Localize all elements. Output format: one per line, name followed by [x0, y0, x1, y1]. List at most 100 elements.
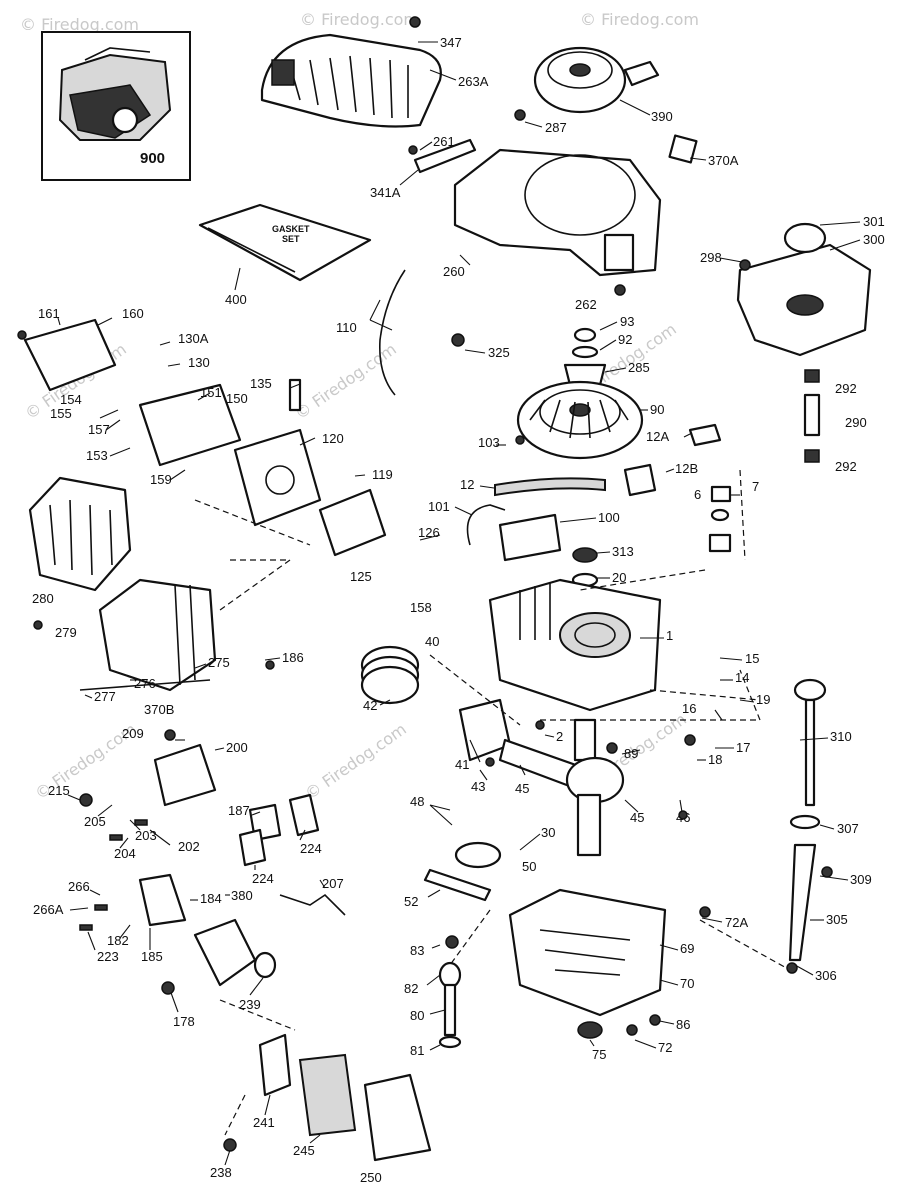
watermark: © Firedog.com: [291, 339, 399, 423]
part-label: 155: [50, 406, 72, 421]
spacer-185: [138, 873, 187, 927]
flywheel-90: [516, 380, 644, 460]
crankshaft-30: [565, 718, 625, 857]
part-label: 12B: [675, 461, 698, 476]
part-label: 290: [845, 415, 867, 430]
part-label: 17: [736, 740, 750, 755]
fuel-tank-300: [736, 222, 872, 357]
seal-313: [572, 547, 598, 563]
part-label: 370B: [144, 702, 174, 717]
valve-part-6: [710, 485, 732, 503]
decal-370A: [668, 134, 698, 164]
gasket-224: [238, 828, 267, 867]
part-label: 19: [756, 692, 770, 707]
part-label: 52: [404, 894, 418, 909]
leader-lines: [57, 41, 861, 1166]
part-label: 370A: [708, 153, 739, 168]
dipstick-310: [793, 678, 827, 807]
part-label: 245: [293, 1143, 315, 1158]
part-label: 313: [612, 544, 634, 559]
blower-housing-260: [453, 148, 662, 277]
fasteners: [17, 16, 833, 1152]
part-label: 150: [226, 391, 248, 406]
rewind-starter-390: [533, 46, 660, 114]
head-gasket-119: [318, 488, 387, 557]
part-label: 298: [700, 250, 722, 265]
part-label: 266: [68, 879, 90, 894]
part-label: 182: [107, 933, 129, 948]
part-label: 260: [443, 264, 465, 279]
governor-link-207: [279, 893, 346, 916]
part-label: 400: [225, 292, 247, 307]
part-label: 300: [863, 232, 885, 247]
part-label: 341A: [370, 185, 401, 200]
part-label: 30: [541, 825, 555, 840]
part-label: 309: [850, 872, 872, 887]
part-label: 7: [752, 479, 759, 494]
part-label: 184: [200, 891, 222, 906]
part-label: 307: [837, 821, 859, 836]
clip-12A: [688, 423, 722, 447]
part-label: 12: [460, 477, 474, 492]
part-label: 125: [350, 569, 372, 584]
part-label: 14: [735, 670, 749, 685]
fuel-line-290: [803, 369, 821, 463]
part-label: 130A: [178, 331, 209, 346]
part-label: 380: [231, 888, 253, 903]
part-label: 154: [60, 392, 82, 407]
part-label: 130: [188, 355, 210, 370]
part-label: 160: [122, 306, 144, 321]
part-label: 277: [94, 689, 116, 704]
part-label: 103: [478, 435, 500, 450]
part-label: 157: [88, 422, 110, 437]
part-label: 89: [624, 746, 638, 761]
part-label: 185: [141, 949, 163, 964]
part-label: 161: [38, 306, 60, 321]
part-label: 238: [210, 1165, 232, 1180]
part-label: 93: [620, 314, 634, 329]
part-label: 347: [440, 35, 462, 50]
part-label: 6: [694, 487, 701, 502]
carburetor-200: [153, 743, 217, 807]
breather-tube-12: [494, 477, 606, 497]
part-label: 18: [708, 752, 722, 767]
part-label: 45: [630, 810, 644, 825]
part-label: 81: [410, 1043, 424, 1058]
spark-plug-135: [288, 378, 302, 412]
valve-part: [710, 508, 730, 522]
part-label: 178: [173, 1014, 195, 1029]
part-label: 262: [575, 297, 597, 312]
part-label: 250: [360, 1170, 382, 1185]
part-label: 100: [598, 510, 620, 525]
air-filter-245: [298, 1053, 357, 1137]
washer-92: [571, 345, 599, 359]
part-label: 45: [515, 781, 529, 796]
heat-shield-280: [28, 476, 132, 592]
part-label: 50: [522, 859, 536, 874]
part-label: 41: [455, 757, 469, 772]
part-label: 1: [666, 628, 673, 643]
part-label: 301: [863, 214, 885, 229]
part-label: 275: [208, 655, 230, 670]
part-label: 203: [135, 828, 157, 843]
part-label: 285: [628, 360, 650, 375]
part-label: 110: [336, 320, 357, 335]
part-label: 90: [650, 402, 664, 417]
part-label: 120: [322, 431, 344, 446]
watermark: © Firedog.com: [301, 719, 409, 803]
part-label: 69: [680, 941, 694, 956]
part-label: 135: [250, 376, 272, 391]
cylinder-head-120: [233, 378, 322, 527]
part-label: 119: [372, 467, 393, 482]
engine-cover-263A: [260, 33, 442, 128]
watermark: © Firedog.com: [300, 10, 419, 29]
screw-277: [79, 679, 211, 691]
part-label: 261: [433, 134, 455, 149]
valve-part: [708, 533, 732, 553]
air-cleaner-cover-250: [363, 1073, 432, 1162]
part-label: 200: [226, 740, 248, 755]
part-label: 205: [84, 814, 106, 829]
part-label: 310: [830, 729, 852, 744]
washer-81: [438, 1035, 462, 1049]
